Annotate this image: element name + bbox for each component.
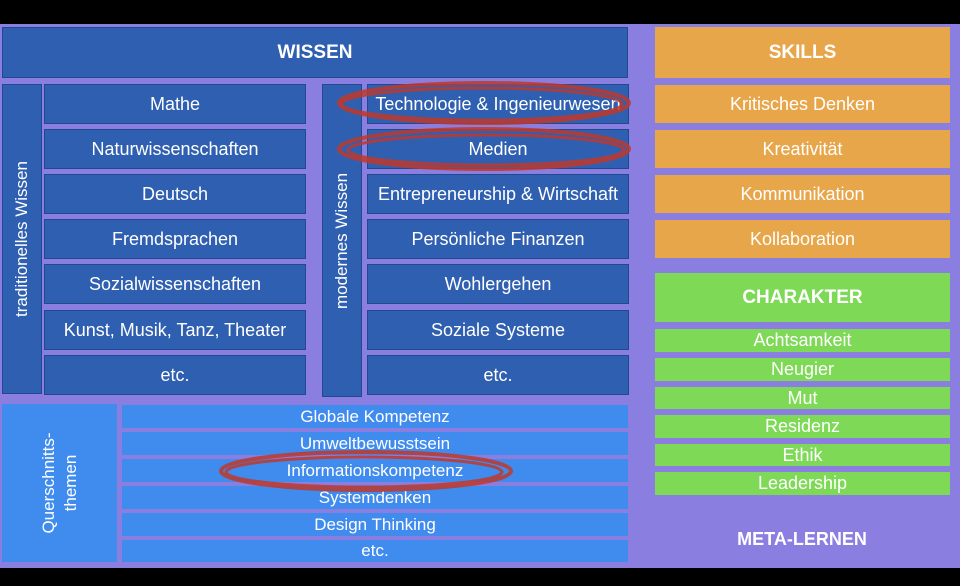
- cross-item-globale-kompetenz: Globale Kompetenz: [122, 405, 628, 428]
- cross-topics-label-line1: Querschnitts-: [38, 432, 58, 534]
- modern-item-entrepreneurship: Entrepreneurship & Wirtschaft: [367, 174, 629, 214]
- modern-item-soziale-systeme: Soziale Systeme: [367, 310, 629, 350]
- traditional-item-sozialwissenschaften: Sozialwissenschaften: [44, 264, 306, 304]
- traditional-knowledge-label: traditionelles Wissen: [12, 161, 31, 317]
- traditional-item-fremdsprachen: Fremdsprachen: [44, 219, 306, 259]
- cross-topics-label: Querschnitts- themen: [38, 432, 82, 533]
- cross-item-etc: etc.: [122, 540, 628, 562]
- traditional-item-deutsch: Deutsch: [44, 174, 306, 214]
- modern-item-wohlergehen: Wohlergehen: [367, 264, 629, 304]
- modern-knowledge-column: modernes Wissen: [322, 84, 362, 397]
- wissen-header: WISSEN: [2, 27, 628, 78]
- modern-item-medien: Medien: [367, 129, 629, 169]
- charakter-item-leadership: Leadership: [655, 472, 950, 495]
- traditional-item-mathe: Mathe: [44, 84, 306, 124]
- modern-item-finanzen: Persönliche Finanzen: [367, 219, 629, 259]
- cross-item-informationskompetenz: Informationskompetenz: [122, 459, 628, 482]
- charakter-item-residenz: Residenz: [655, 415, 950, 438]
- traditional-item-etc: etc.: [44, 355, 306, 395]
- traditional-item-kunst: Kunst, Musik, Tanz, Theater: [44, 310, 306, 350]
- cross-topics-label-line2: themen: [60, 454, 80, 512]
- modern-knowledge-label: modernes Wissen: [332, 172, 351, 309]
- cross-item-design-thinking: Design Thinking: [122, 513, 628, 536]
- cross-item-umweltbewusstsein: Umweltbewusstsein: [122, 432, 628, 455]
- charakter-item-achtsamkeit: Achtsamkeit: [655, 329, 950, 352]
- skills-item-kritisches-denken: Kritisches Denken: [655, 85, 950, 123]
- meta-lernen-label: META-LERNEN: [737, 528, 867, 549]
- traditional-item-naturwissenschaften: Naturwissenschaften: [44, 129, 306, 169]
- charakter-item-ethik: Ethik: [655, 444, 950, 466]
- skills-header: SKILLS: [655, 27, 950, 78]
- skills-item-kreativitaet: Kreativität: [655, 130, 950, 168]
- cross-item-systemdenken: Systemdenken: [122, 486, 628, 509]
- charakter-item-mut: Mut: [655, 387, 950, 409]
- charakter-item-neugier: Neugier: [655, 358, 950, 381]
- skills-item-kommunikation: Kommunikation: [655, 175, 950, 213]
- charakter-header: CHARAKTER: [655, 273, 950, 322]
- skills-item-kollaboration: Kollaboration: [655, 220, 950, 258]
- modern-item-technologie: Technologie & Ingenieurwesen: [367, 84, 629, 124]
- modern-item-etc: etc.: [367, 355, 629, 395]
- cross-topics-column: Querschnitts- themen: [2, 404, 117, 562]
- traditional-knowledge-column: traditionelles Wissen: [2, 84, 42, 394]
